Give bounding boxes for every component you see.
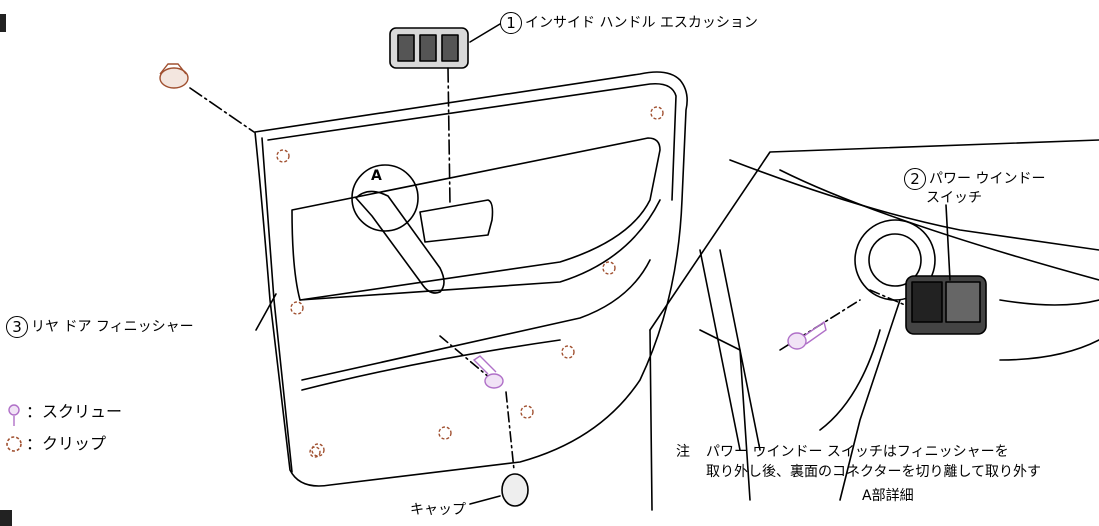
armrest-lower — [301, 259, 651, 381]
legend-clip: ：クリップ — [26, 434, 106, 454]
detail-frame — [649, 139, 1099, 331]
callout-number: 1 — [500, 12, 522, 34]
callout-number: 2 — [904, 168, 926, 190]
callout-text: パワー ウインドー — [929, 171, 1046, 187]
note-prefix: 注 — [676, 444, 690, 460]
callout-text: リヤ ドア フィニッシャー — [31, 319, 194, 335]
detail-circle-a — [351, 164, 419, 232]
callout-text: インサイド ハンドル エスカッション — [525, 15, 758, 31]
screw-icon — [8, 404, 20, 426]
cap-label: キャップ — [410, 502, 466, 518]
clip-icon — [6, 436, 22, 452]
note-line-2: 取り外し後、裏面のコネクターを切り離して取り外す — [706, 464, 1042, 480]
callout-number: 3 — [6, 316, 28, 338]
detail-caption: A部詳細 — [862, 488, 914, 504]
armrest-upper — [291, 137, 661, 301]
clip-marker — [309, 446, 321, 458]
clip-marker — [290, 301, 304, 315]
door-panel-outline — [254, 71, 688, 487]
screw-part — [472, 355, 504, 389]
note-line-1: パワー ウインドー スイッチはフィニッシャーを — [706, 444, 1009, 460]
cap-part — [501, 473, 529, 507]
clip-marker — [650, 106, 664, 120]
clip-marker — [520, 405, 534, 419]
handle-recess — [419, 199, 494, 243]
clip-marker — [438, 426, 452, 440]
legend-screw: ：スクリュー — [26, 402, 122, 422]
clip-marker — [311, 443, 325, 457]
detail-marker-a: A — [371, 168, 382, 184]
corner-mark-top — [0, 14, 6, 32]
legend-screw-label: ：スクリュー — [26, 402, 123, 421]
legend-clip-label: ：クリップ — [26, 434, 107, 453]
screw-part — [787, 320, 827, 350]
clip-marker — [276, 149, 290, 163]
clip-marker — [602, 261, 616, 275]
clip-part — [159, 63, 189, 89]
callout-text-line2: スイッチ — [926, 190, 982, 206]
clip-marker — [561, 345, 575, 359]
corner-mark-bottom — [0, 510, 12, 526]
door-grip — [355, 190, 445, 294]
